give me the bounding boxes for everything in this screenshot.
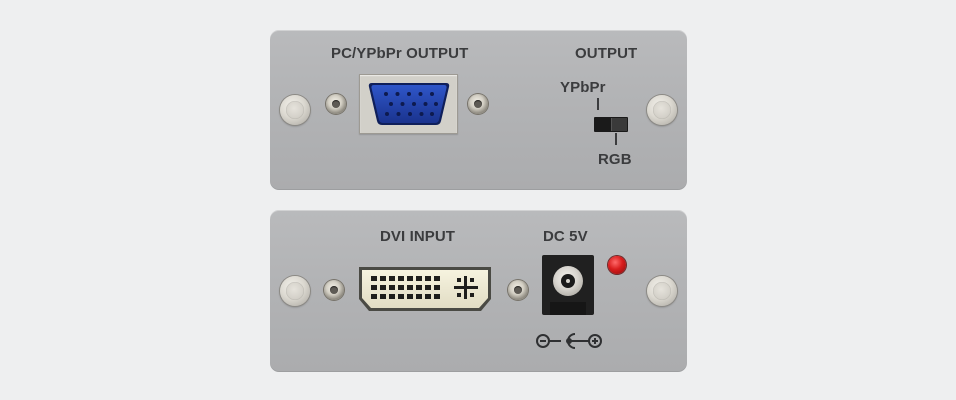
output-panel: PC/YPbPr OUTPUT OUTPUT: [270, 30, 687, 190]
dc-jack-socket: [553, 266, 583, 296]
panel-screw-icon: [647, 95, 677, 125]
dvi-connector-icon: [359, 267, 491, 311]
vga-port-icon[interactable]: [359, 74, 458, 134]
jack-screw-icon: [508, 280, 528, 300]
panel-screw-icon: [647, 276, 677, 306]
vga-connector-icon: [368, 83, 450, 125]
jack-screw-icon: [468, 94, 488, 114]
power-label: DC 5V: [543, 228, 588, 245]
input-port-label: DVI INPUT: [380, 228, 456, 245]
input-panel: DVI INPUT: [270, 210, 687, 372]
dc-jack-base: [550, 302, 586, 315]
jack-screw-icon: [324, 280, 344, 300]
output-mode-switch[interactable]: [594, 117, 628, 132]
output-port-label: PC/YPbPr OUTPUT: [331, 45, 469, 62]
led-icon: [608, 256, 626, 274]
switch-tick-top: [597, 98, 599, 110]
switch-option-ypbpr: YPbPr: [560, 79, 606, 96]
dvi-port-icon[interactable]: [357, 265, 493, 313]
panel-screw-icon: [280, 276, 310, 306]
panel-screw-icon: [280, 95, 310, 125]
switch-label: OUTPUT: [575, 45, 638, 62]
dc-jack-icon[interactable]: [542, 255, 594, 315]
switch-option-rgb: RGB: [598, 151, 632, 168]
switch-knob[interactable]: [611, 118, 627, 131]
jack-screw-icon: [326, 94, 346, 114]
switch-tick-bottom: [615, 133, 617, 145]
dc-polarity-icon: [536, 333, 602, 349]
